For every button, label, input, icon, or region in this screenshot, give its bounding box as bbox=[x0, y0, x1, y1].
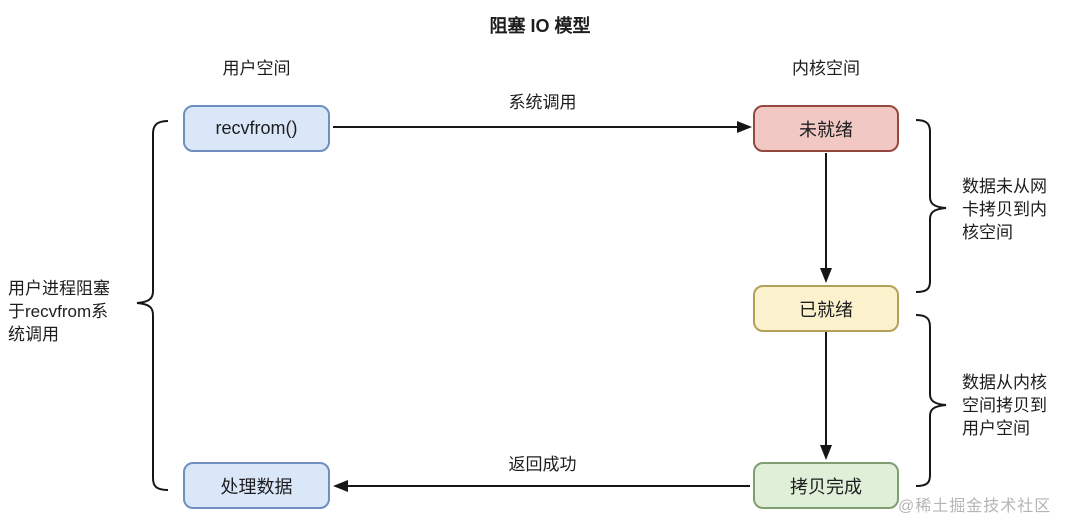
right-brace-bottom bbox=[915, 314, 947, 487]
node-copy-done-label: 拷贝完成 bbox=[790, 476, 862, 497]
kernel-wait-arrowhead bbox=[820, 268, 832, 283]
node-ready: 已就绪 bbox=[753, 285, 899, 332]
left-brace-annotation: 用户进程阻塞 于recvfrom系 统调用 bbox=[8, 279, 110, 344]
kernel-space-header: 内核空间 bbox=[792, 59, 860, 78]
watermark: @稀土掘金技术社区 bbox=[898, 498, 1052, 515]
right-top-annotation: 数据未从网 卡拷贝到内 核空间 bbox=[962, 177, 1047, 242]
node-process-data-label: 处理数据 bbox=[220, 476, 293, 497]
right-brace-top bbox=[915, 119, 947, 293]
node-process-data: 处理数据 bbox=[183, 462, 330, 509]
user-space-header: 用户空间 bbox=[222, 59, 291, 78]
syscall-edge-label: 系统调用 bbox=[508, 93, 577, 112]
return-edge-label: 返回成功 bbox=[508, 455, 577, 474]
node-ready-label: 已就绪 bbox=[799, 299, 853, 320]
right-bottom-annotation: 数据从内核 空间拷贝到 用户空间 bbox=[962, 373, 1047, 438]
diagram-title: 阻塞 IO 模型 bbox=[489, 16, 591, 36]
node-recvfrom: recvfrom() bbox=[183, 105, 330, 152]
return-arrowhead bbox=[333, 480, 348, 492]
syscall-arrowhead bbox=[737, 121, 752, 133]
node-not-ready: 未就绪 bbox=[753, 105, 899, 152]
node-recvfrom-label: recvfrom() bbox=[215, 118, 298, 138]
node-not-ready-label: 未就绪 bbox=[799, 119, 853, 140]
node-copy-done: 拷贝完成 bbox=[753, 462, 899, 509]
kernel-copy-arrowhead bbox=[820, 445, 832, 460]
left-brace bbox=[136, 120, 169, 491]
